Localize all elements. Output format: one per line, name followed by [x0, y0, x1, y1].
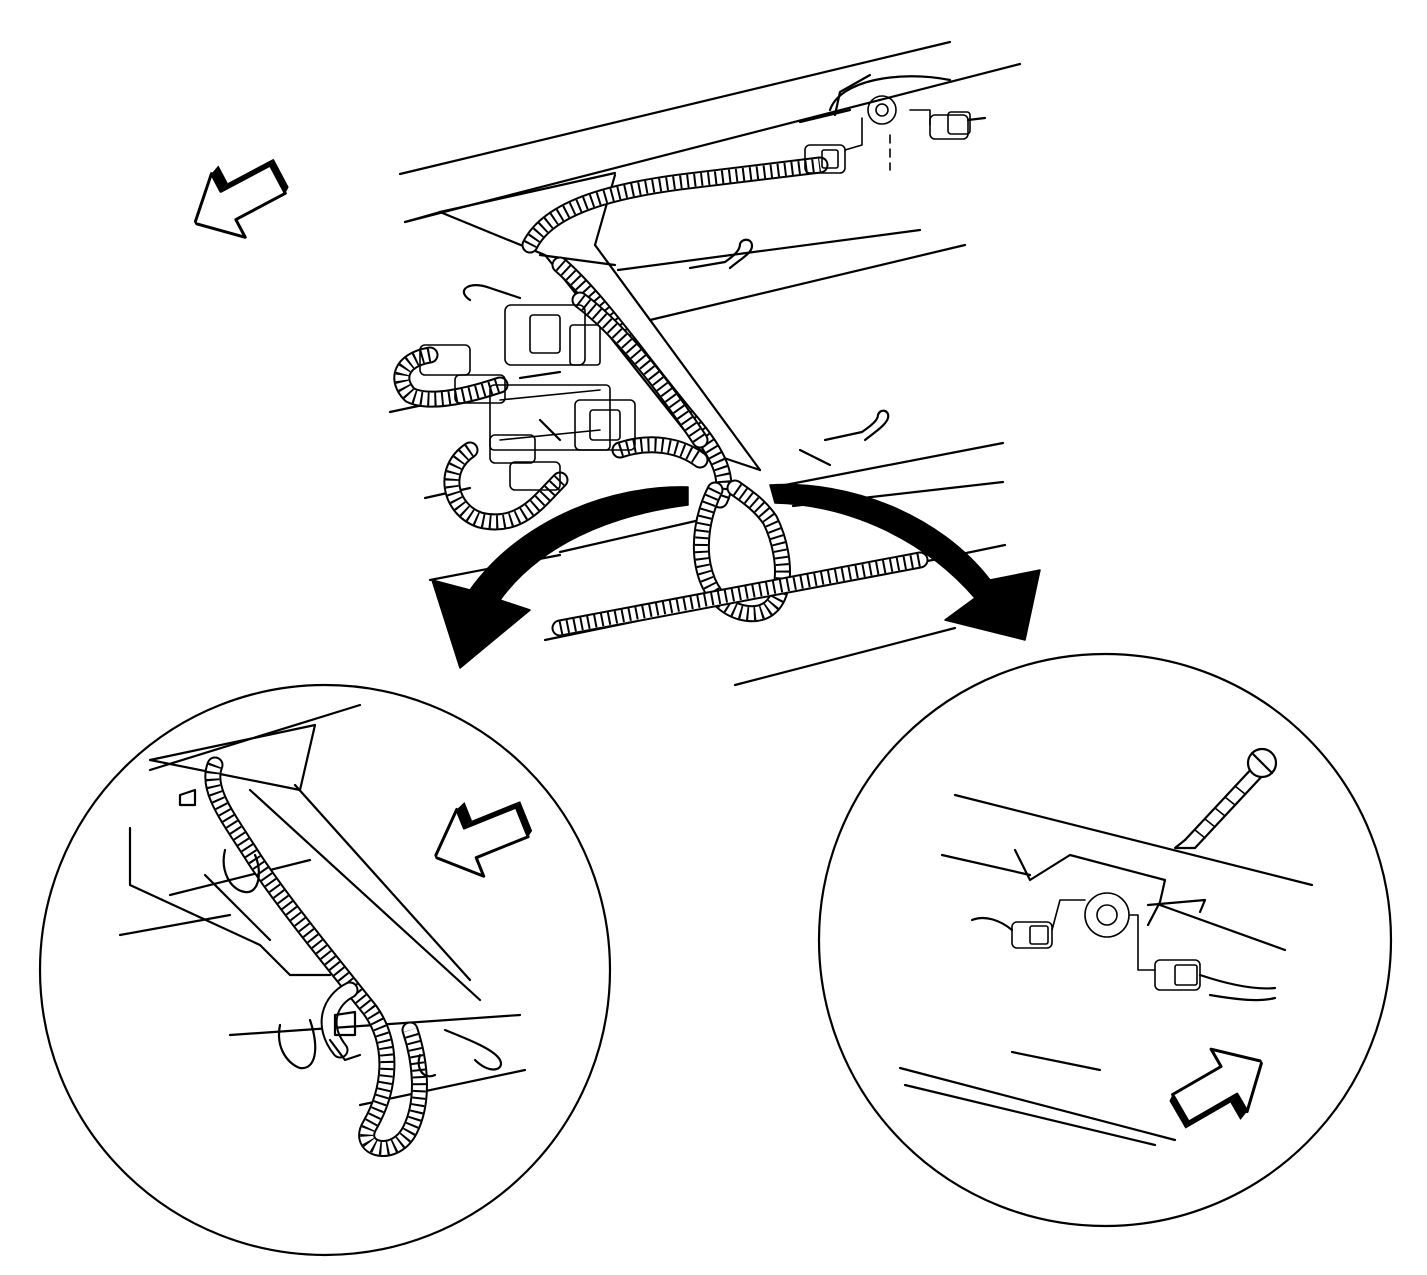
overview-illustration [176, 40, 1041, 687]
harness-upper-left-wire [393, 346, 509, 408]
harness-top-wire [521, 156, 829, 254]
detail-right-frame [898, 793, 1314, 1147]
harness-lower-left-wire [443, 441, 569, 531]
connector-left-icon [970, 899, 1086, 949]
top-right-connector [929, 111, 987, 140]
harness-rear-wire [551, 551, 929, 637]
left-detail-view [38, 683, 612, 1257]
detail-left-arrow-icon [420, 782, 543, 892]
detail-left-frame [118, 703, 527, 1107]
connector-right-icon [1154, 959, 1277, 1002]
detail-right-arrow-icon [1155, 1028, 1282, 1146]
tie-strap-icon [1173, 747, 1278, 850]
harness-loop [692, 479, 791, 623]
pump-assembly [419, 283, 636, 491]
callout-arrow-left-icon [431, 486, 689, 669]
harness-side-wire [571, 291, 709, 449]
harness-mid-wire [611, 436, 709, 469]
grommet-icon [1084, 892, 1156, 971]
direction-arrow-icon [176, 141, 302, 257]
detail-left-harness [204, 756, 503, 1157]
frame-clips [688, 238, 890, 442]
right-detail-view [817, 652, 1393, 1228]
detail-left-clips [178, 788, 437, 1078]
detail-right-bracket [1013, 848, 1207, 927]
top-connector [798, 73, 952, 174]
crossmember-rail [543, 173, 762, 472]
top-grommet [867, 95, 931, 171]
callout-arrow-right-icon [769, 483, 1041, 641]
